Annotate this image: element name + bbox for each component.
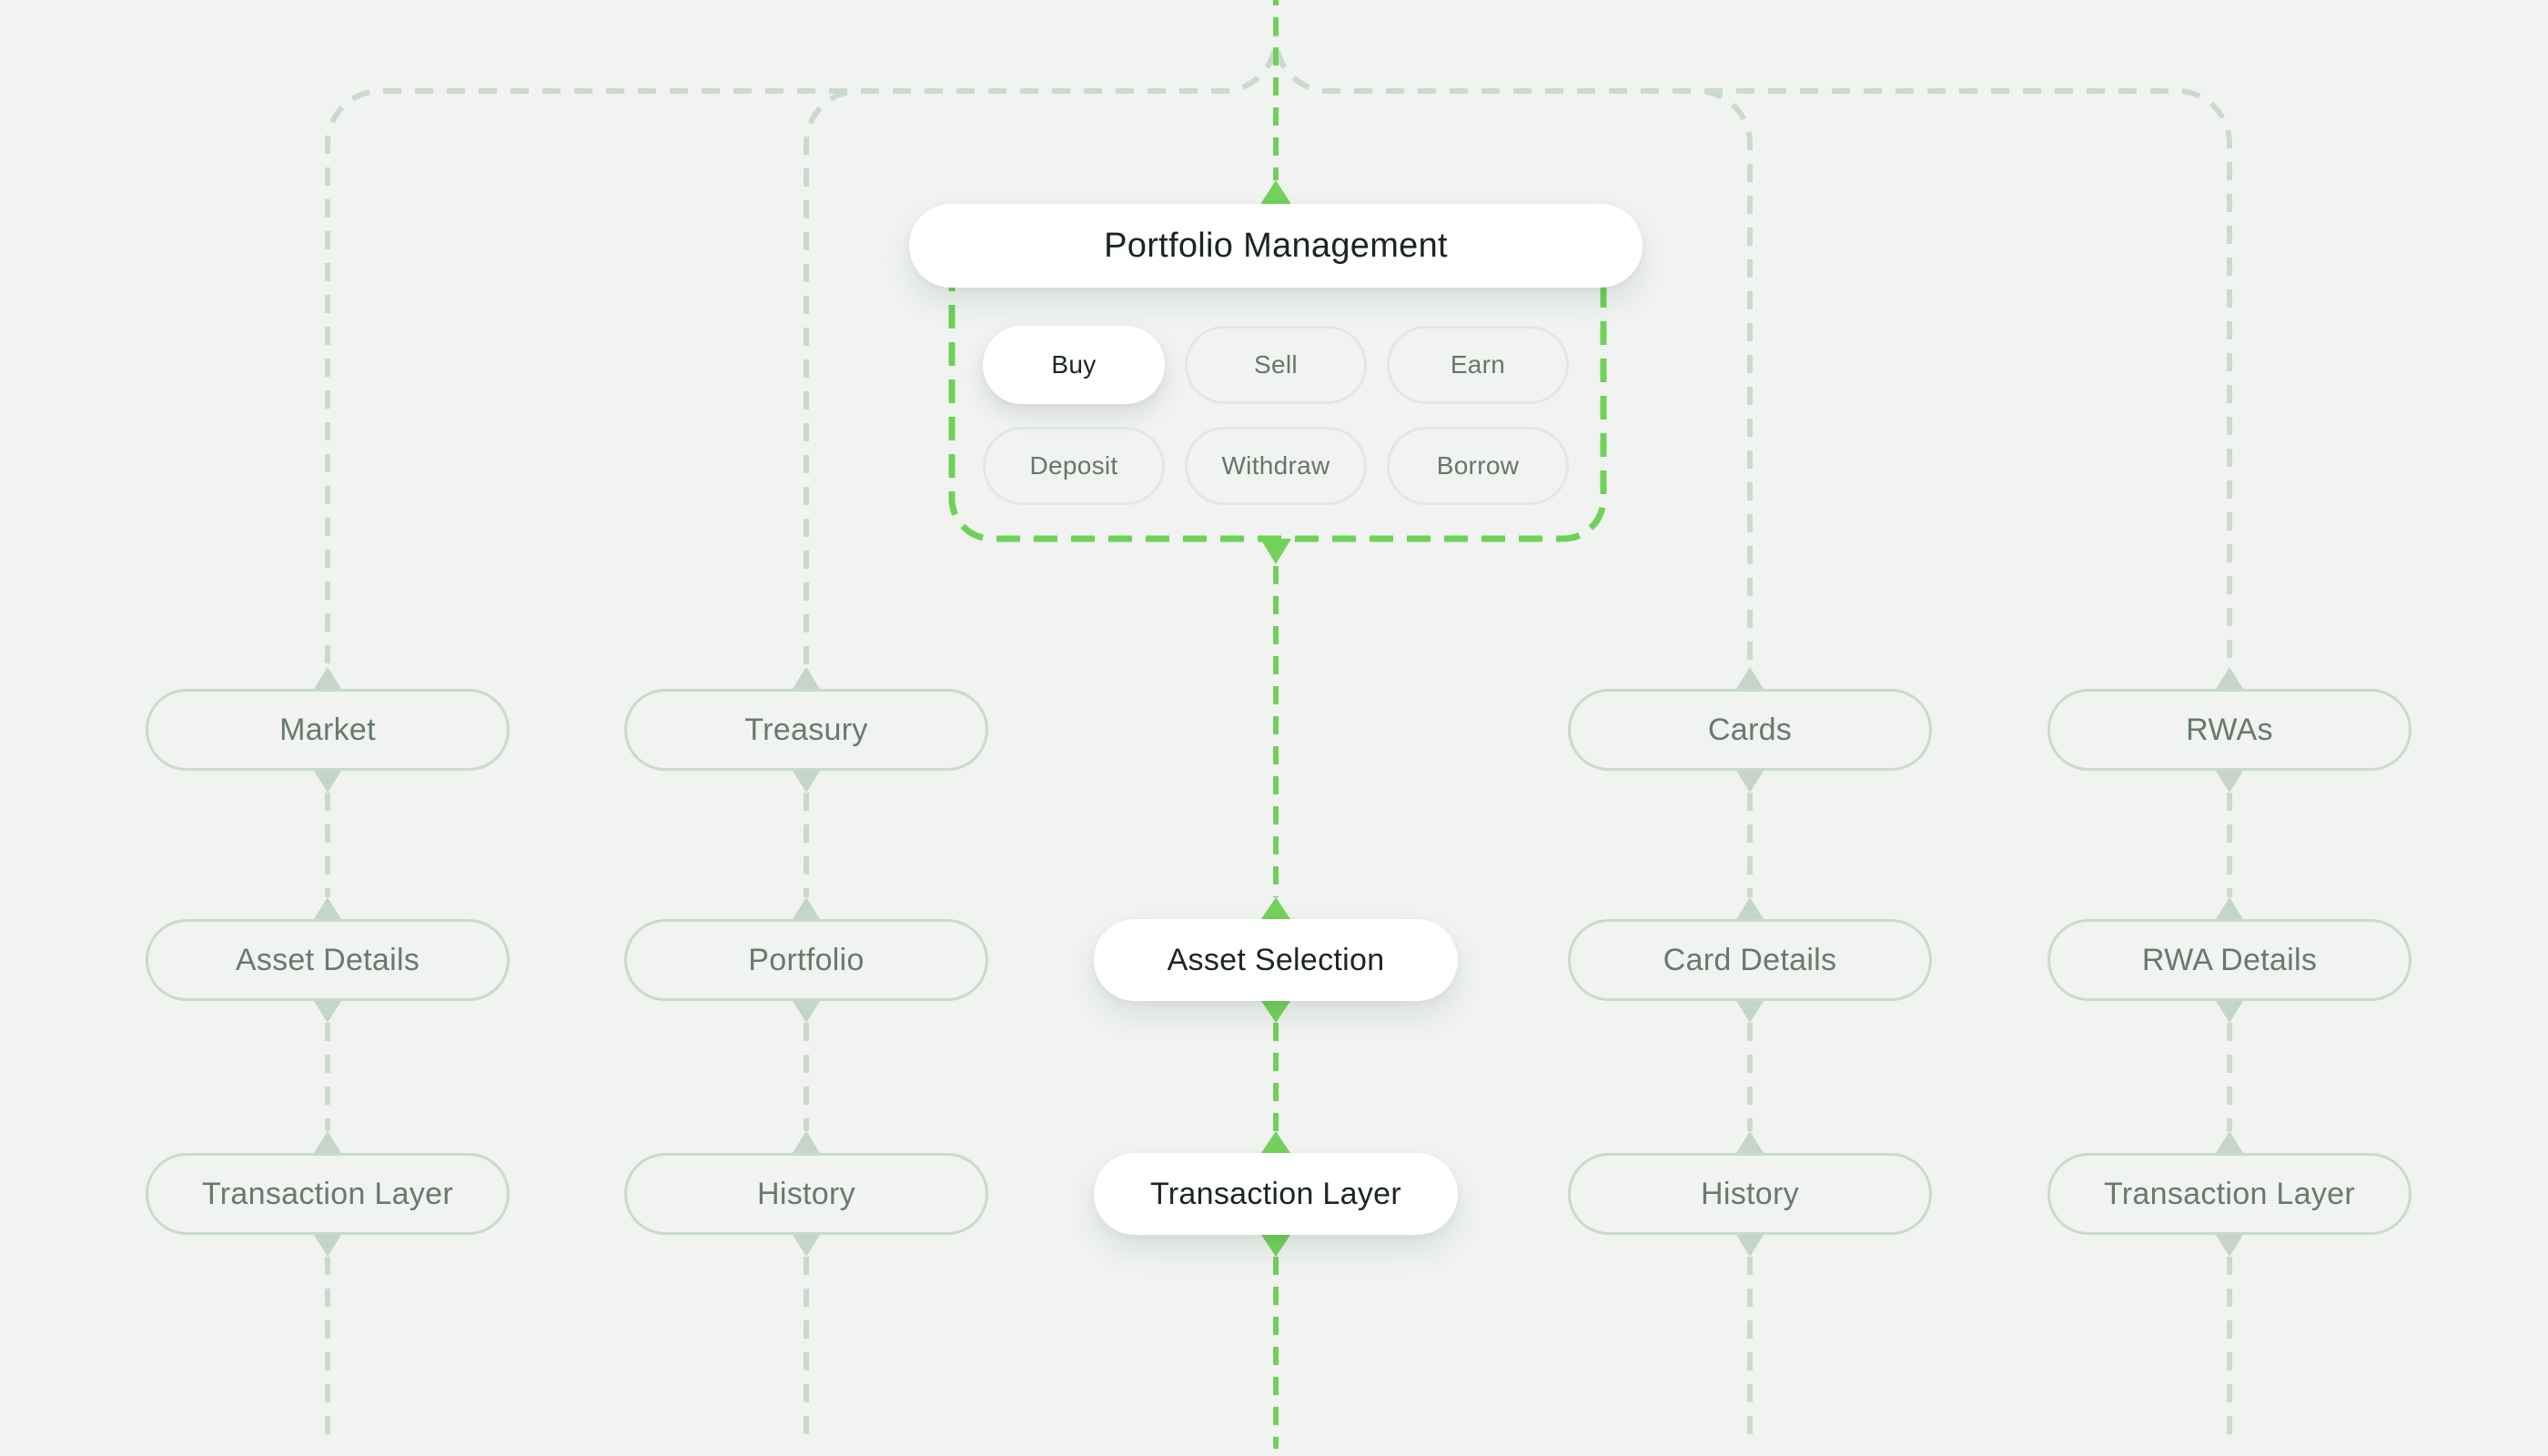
edge-columns-inactive (325, 793, 2232, 1438)
node-asset-details[interactable]: Asset Details (146, 919, 510, 1001)
action-pill-deposit[interactable]: Deposit (983, 427, 1165, 505)
node-asset-selection[interactable]: Asset Selection (1094, 919, 1458, 1001)
node-transaction-layer-market[interactable]: Transaction Layer (146, 1153, 510, 1235)
action-pill-borrow[interactable]: Borrow (1387, 427, 1569, 505)
node-transaction-layer-active[interactable]: Transaction Layer (1094, 1153, 1458, 1235)
node-market[interactable]: Market (146, 689, 510, 771)
node-history-treasury[interactable]: History (624, 1153, 988, 1235)
node-rwas[interactable]: RWAs (2048, 689, 2412, 771)
node-transaction-layer-rwas[interactable]: Transaction Layer (2048, 1153, 2412, 1235)
arrowheads-active (1259, 180, 1292, 1257)
node-portfolio[interactable]: Portfolio (624, 919, 988, 1001)
node-rwa-details[interactable]: RWA Details (2048, 919, 2412, 1001)
node-treasury[interactable]: Treasury (624, 689, 988, 771)
node-portfolio-management[interactable]: Portfolio Management (909, 204, 1643, 288)
node-card-details[interactable]: Card Details (1568, 919, 1932, 1001)
node-cards[interactable]: Cards (1568, 689, 1932, 771)
arrowheads-inactive (314, 667, 2243, 1257)
node-history-cards[interactable]: History (1568, 1153, 1932, 1235)
action-pill-withdraw[interactable]: Withdraw (1185, 427, 1367, 505)
action-pill-earn[interactable]: Earn (1387, 326, 1569, 404)
action-pill-buy[interactable]: Buy (983, 326, 1165, 404)
edge-trunk-inactive (325, 0, 2232, 667)
action-pill-sell[interactable]: Sell (1185, 326, 1367, 404)
